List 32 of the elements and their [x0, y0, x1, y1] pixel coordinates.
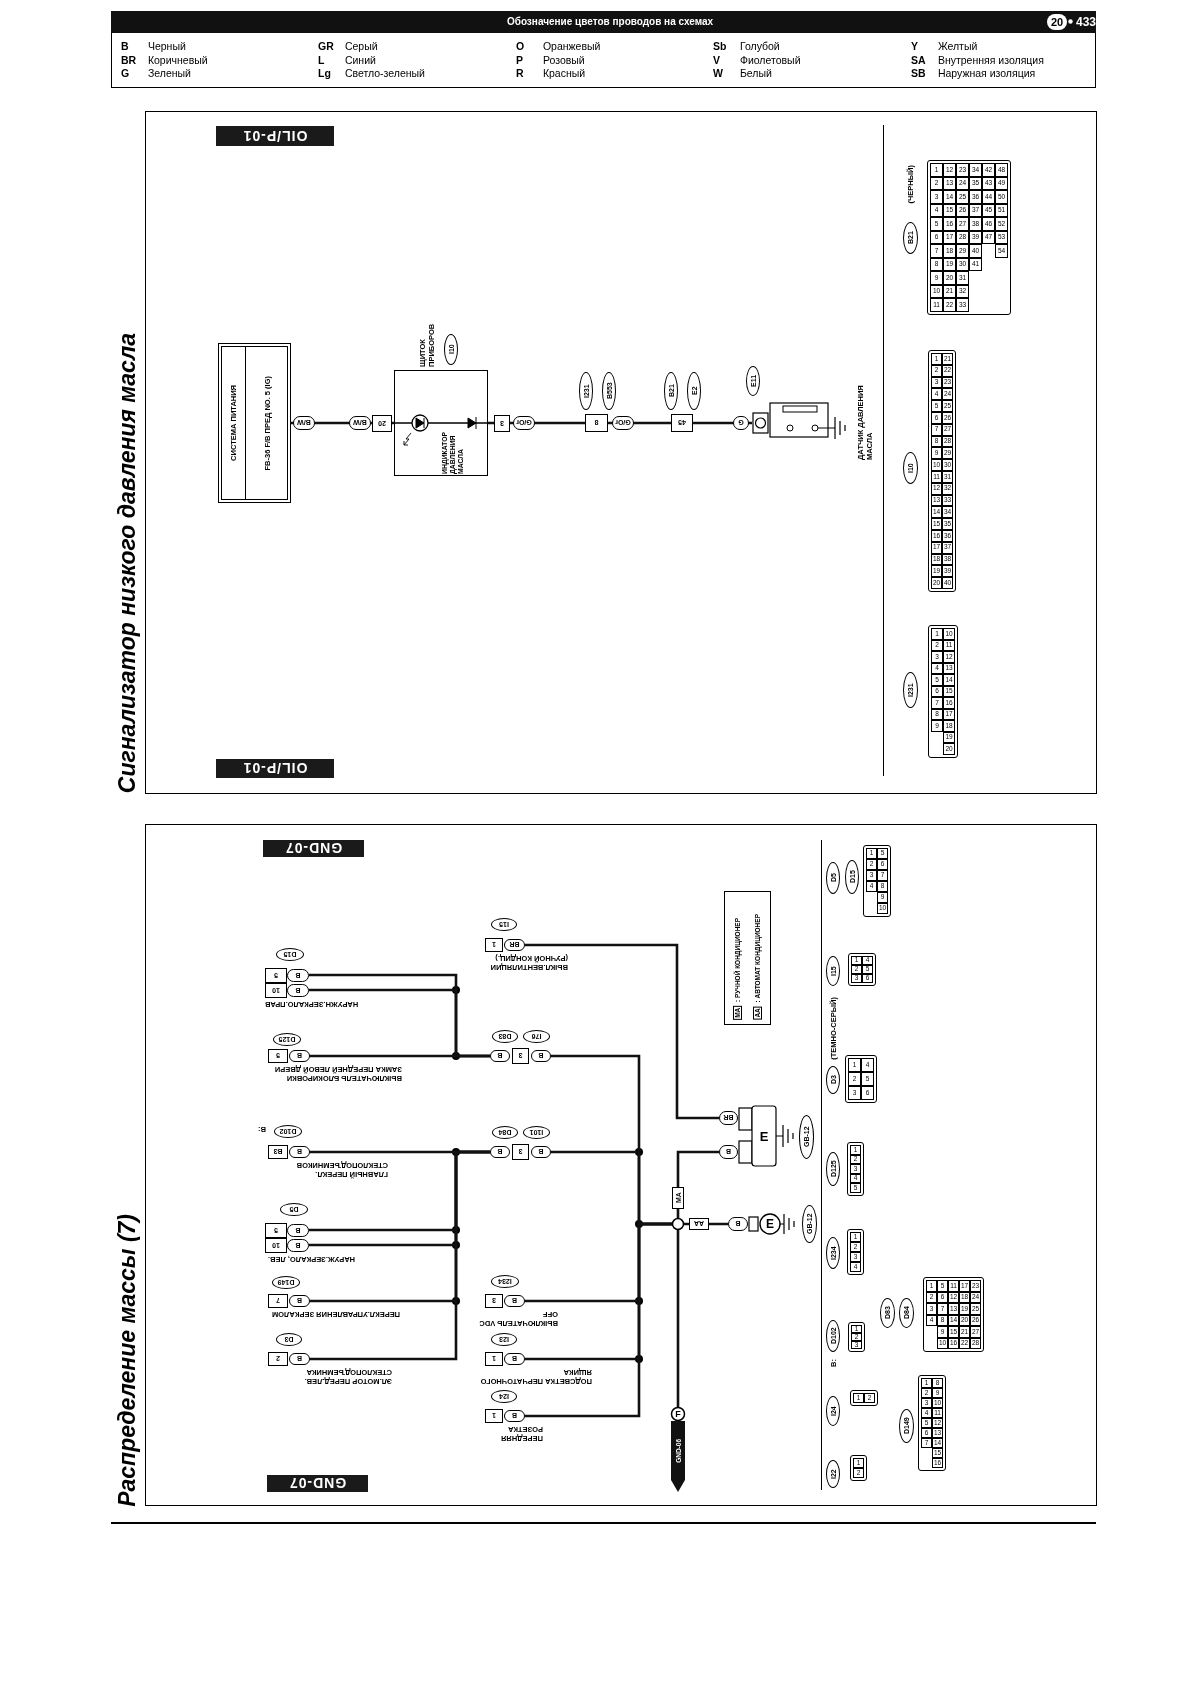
legend-entry: Lg Светло-зеленый — [318, 67, 425, 79]
legend-entry: Y Желтый — [911, 40, 978, 52]
wire — [310, 1150, 490, 1361]
legend-entry: G Зеленый — [121, 67, 191, 79]
legend-entry: SA Внутренняя изоляция — [911, 53, 1044, 66]
section-title: Сигнализатор низкого давления масла — [113, 332, 141, 793]
legend-entry: SB Наружная изоляция — [911, 67, 1036, 79]
legend-entry: P Розовый — [516, 53, 585, 66]
wire — [525, 943, 719, 1120]
wiring-code-tag: GND-07 — [267, 1475, 368, 1492]
wiring-code-tag: GND-07 — [263, 840, 364, 857]
legend-entry: BR Коричневый — [121, 53, 208, 66]
legend-entry: V Фиолетовый — [713, 53, 801, 66]
legend-entry: B Черный — [121, 40, 186, 52]
legend-entry: L Синий — [318, 53, 376, 66]
legend-entry: GR Серый — [318, 40, 378, 52]
wire — [676, 1230, 680, 1407]
wire — [525, 1222, 672, 1418]
legend-entry: O Оранжевый — [516, 40, 601, 52]
page-number: 433 — [1075, 14, 1097, 31]
chapter-badge: 20 — [1047, 14, 1067, 30]
wire — [676, 1150, 719, 1218]
wiring-code-tag: OIL/P-01 — [216, 126, 334, 146]
legend-entry: W Белый — [713, 67, 772, 79]
section-title: Распределение массы (7) — [113, 1214, 141, 1507]
page-header: Обозначение цветов проводов на схемах — [506, 16, 714, 28]
connector-letter: F — [675, 1409, 681, 1419]
legend-entry: R Красный — [516, 67, 586, 79]
wiring-code-tag: OIL/P-01 — [216, 759, 334, 778]
legend-entry: Sb Голубой — [713, 40, 780, 52]
wire — [693, 421, 752, 425]
wire — [310, 1054, 490, 1058]
